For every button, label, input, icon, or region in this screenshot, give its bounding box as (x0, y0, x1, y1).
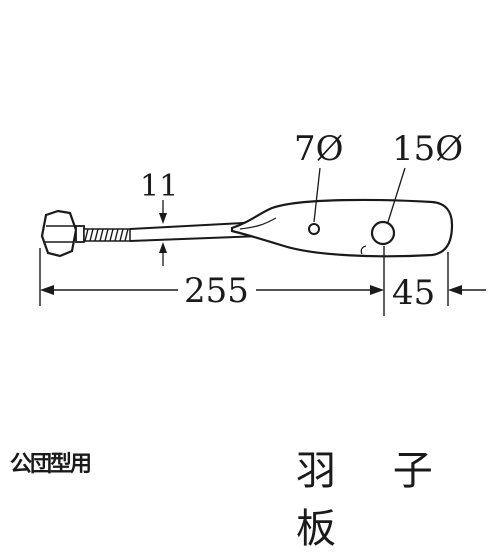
rod-thickness-dimension (159, 200, 167, 266)
technical-drawing: 7Ø 15Ø 11 255 45 (39, 129, 486, 316)
hex-nut (40, 209, 85, 258)
plain-rod (129, 221, 263, 242)
large-hole-leader (387, 167, 406, 223)
hole-to-end-label: 45 (392, 273, 435, 313)
threaded-rod (83, 228, 131, 242)
rod-length-dimension (40, 285, 384, 295)
paddle-plate (230, 198, 454, 258)
small-hole-leader (313, 167, 321, 223)
hole-to-end-dimension (448, 285, 486, 295)
large-hole (370, 220, 396, 246)
rod-length-label: 255 (184, 271, 249, 311)
part-name-caption: 羽 子 板 (296, 448, 455, 552)
large-hole-diameter-label: 15Ø (392, 129, 463, 169)
category-caption: 公団型用 (10, 452, 92, 477)
small-hole-diameter-label: 7Ø (294, 129, 344, 169)
rod-thickness-label: 11 (140, 169, 178, 204)
small-hole (308, 223, 320, 235)
